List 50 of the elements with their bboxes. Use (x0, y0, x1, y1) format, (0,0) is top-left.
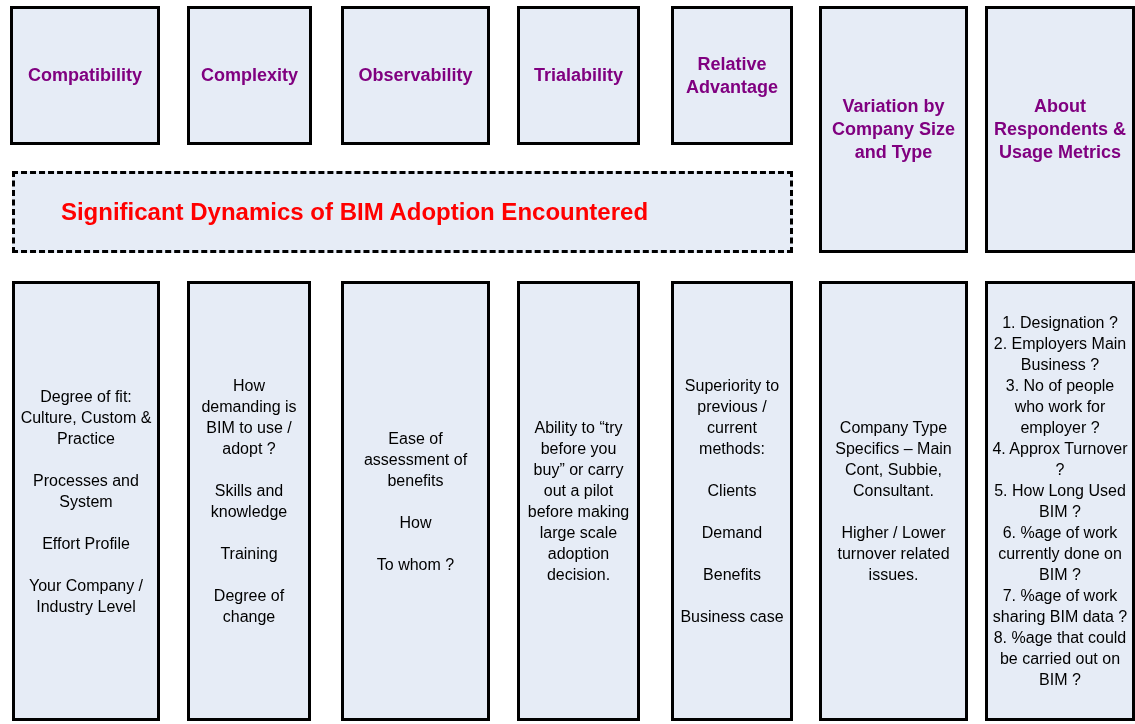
question-text: 1. Designation ? (1002, 313, 1118, 333)
heading-box (985, 6, 1135, 253)
box-text: How (399, 512, 432, 533)
box-text: Degree of fit: Culture, Custom & Practice (19, 386, 153, 449)
heading-box (10, 6, 160, 145)
question-text: 8. %age that could be carried out on BIM ? (992, 628, 1128, 690)
heading-box (671, 6, 793, 145)
box-text: Your Company / Industry Level (27, 575, 145, 617)
box-text: Ease of assessment of benefits (362, 428, 469, 491)
question-text: 4. Approx Turnover ? (992, 439, 1128, 480)
description-box (341, 281, 490, 721)
box-text: Demand (701, 523, 763, 543)
box-text: Training (220, 544, 278, 564)
box-text: Ability to “try before you buy” or carry out a pilot before making large scale adoption decision. (526, 418, 631, 585)
description-box (187, 281, 311, 721)
box-text: Higher / Lower turnover related issues. (836, 523, 951, 585)
box-title: Compatibility (28, 64, 142, 87)
box-text: Benefits (703, 565, 761, 585)
heading-box (819, 6, 968, 253)
heading-box (341, 6, 490, 145)
box-text: Skills and knowledge (209, 481, 289, 522)
description-box (819, 281, 968, 721)
box-text: Clients (707, 481, 757, 501)
box-text: Company Type Specifics – Main Cont, Subbie, Consultant. (834, 418, 953, 501)
box-text: Business case (680, 607, 784, 627)
description-box (671, 281, 793, 721)
question-text: 6. %age of work currently done on BIM ? (997, 523, 1123, 585)
box-title: Trialability (533, 64, 623, 87)
question-text: 2. Employers Main Business ? (992, 334, 1128, 375)
box-title: Complexity (201, 64, 298, 87)
question-text: 5. How Long Used BIM ? (993, 481, 1127, 522)
box-text: To whom ? (376, 554, 455, 575)
banner-title: Significant Dynamics of BIM Adoption Encountered (60, 198, 649, 226)
heading-box (187, 6, 312, 145)
question-text: 3. No of people who work for employer ? (1004, 376, 1116, 438)
box-text: How demanding is BIM to use / adopt ? (200, 376, 298, 459)
dashed-banner (12, 171, 793, 253)
box-title: Observability (358, 64, 473, 87)
box-title: About Respondents & Usage Metrics (993, 95, 1127, 164)
heading-box (517, 6, 640, 145)
box-text: Superiority to previous / current methods: (683, 376, 781, 459)
description-box (12, 281, 160, 721)
box-text: Degree of change (212, 586, 286, 627)
question-text: 7. %age of work sharing BIM data ? (992, 586, 1128, 627)
box-text: Effort Profile (42, 533, 130, 554)
box-title: Variation by Company Size and Type (831, 95, 956, 164)
description-box (517, 281, 640, 721)
box-text: Processes and System (32, 470, 140, 512)
question-box (985, 281, 1135, 721)
box-title: Relative Advantage (685, 52, 779, 99)
